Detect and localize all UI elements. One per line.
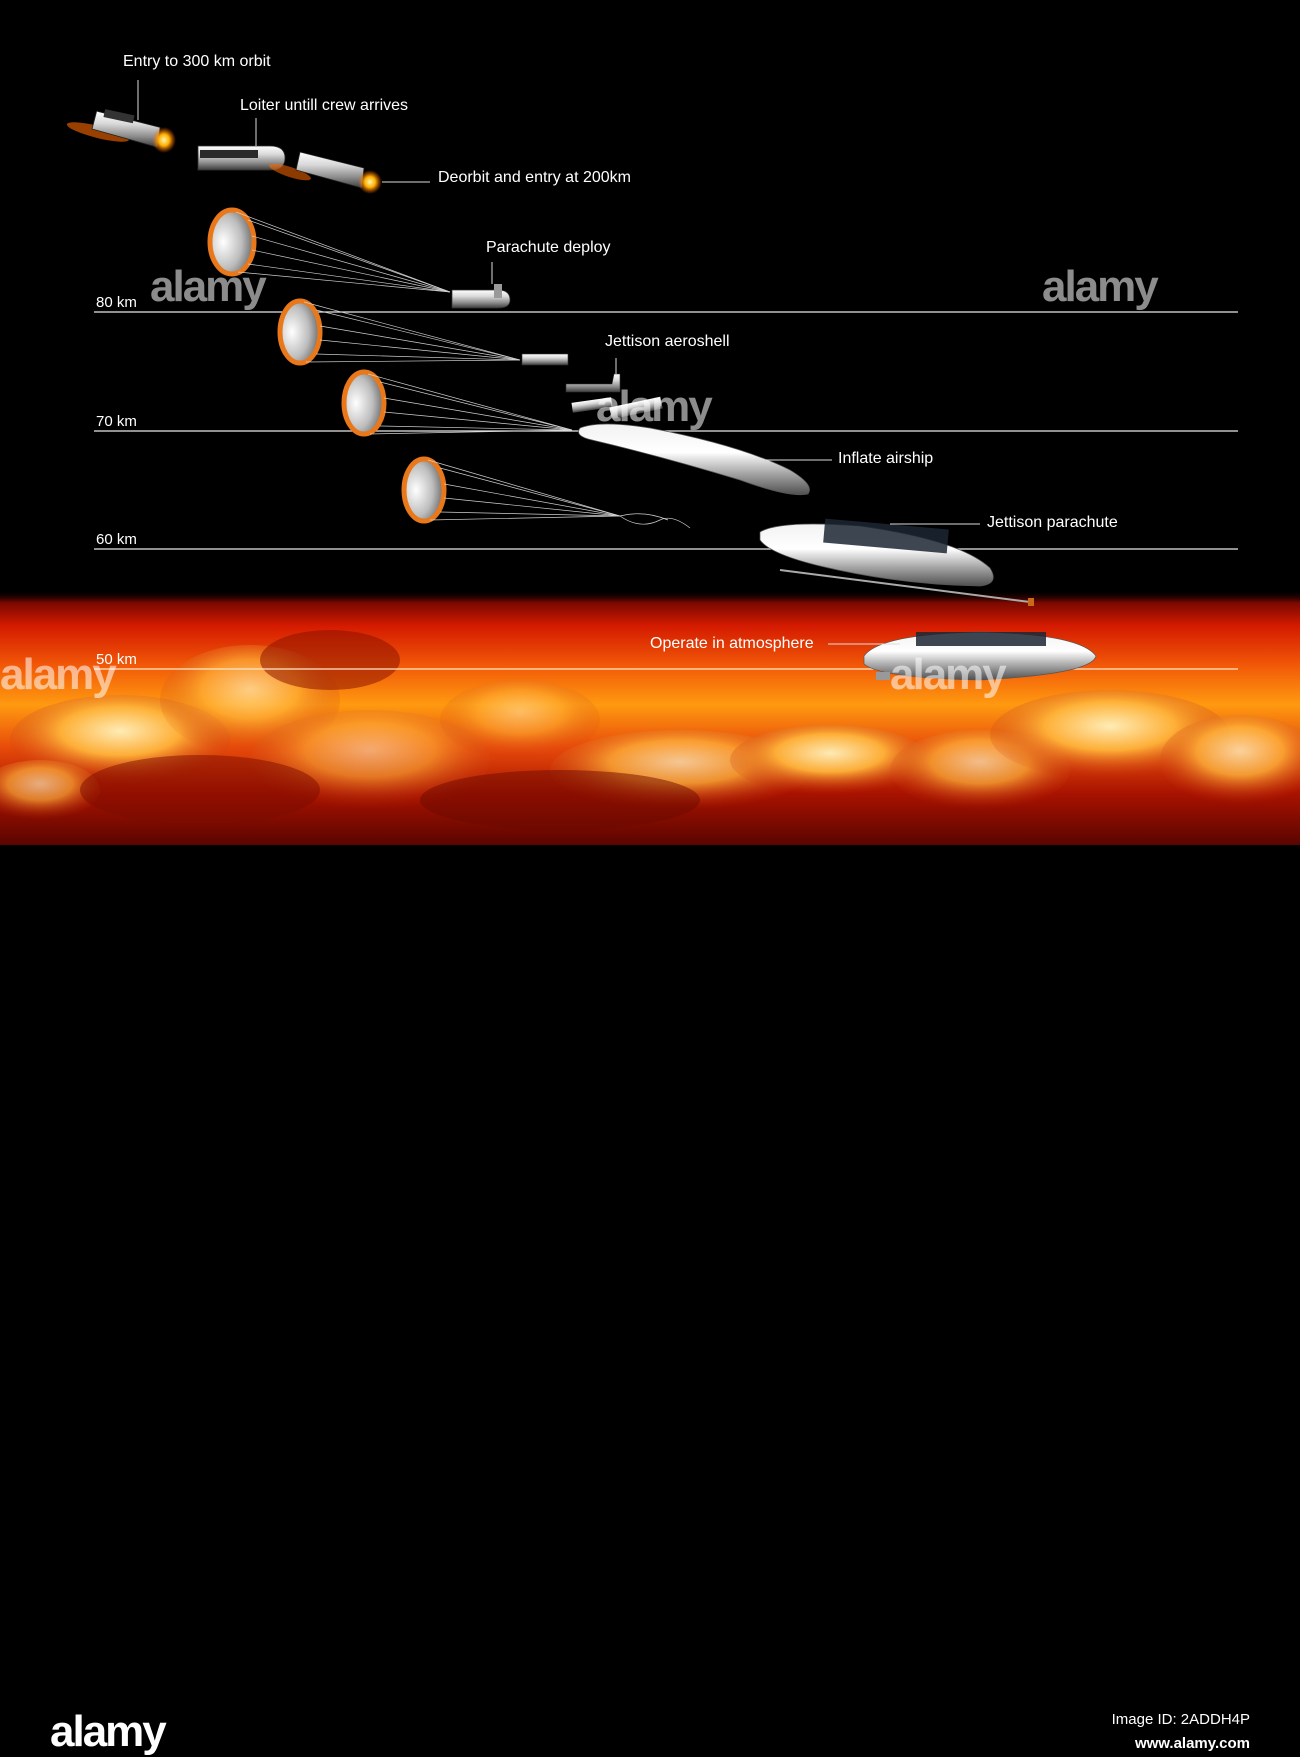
label-operate: Operate in atmosphere (650, 635, 814, 652)
brand-logo: alamy (50, 1707, 167, 1756)
watermark-overlay: alamy (596, 382, 713, 431)
label-jettison-aeroshell: Jettison aeroshell (605, 333, 730, 350)
parachute-deploy-assembly (207, 207, 511, 309)
jettison-parachute-assembly (401, 456, 1034, 606)
watermark-overlay: alamy (150, 262, 267, 311)
watermark-overlay: alamy (1042, 262, 1159, 311)
label-inflate-airship: Inflate airship (838, 450, 934, 467)
diagram-artwork (0, 80, 1300, 845)
jettison-aeroshell-assembly (277, 298, 663, 420)
label-jettison-parachute: Jettison parachute (987, 514, 1118, 531)
watermark-overlay: alamy (0, 650, 117, 699)
altitude-label-60: 60 km (96, 531, 137, 548)
entry-capsule (66, 80, 176, 153)
label-loiter: Loiter untill crew arrives (240, 97, 409, 114)
label-parachute-deploy: Parachute deploy (486, 239, 611, 256)
loiter-capsule (197, 118, 286, 171)
altitude-label-70: 70 km (96, 413, 137, 430)
inflate-airship-assembly (341, 369, 832, 496)
deorbit-capsule (269, 151, 430, 194)
image-id-text: Image ID: 2ADDH4P (1111, 1711, 1250, 1728)
footer-bar: alamy Image ID: 2ADDH4P www.alamy.com (0, 845, 1300, 1756)
altitude-label-50: 50 km (96, 651, 137, 668)
operating-airship (828, 631, 1097, 681)
altitude-label-80: 80 km (96, 294, 137, 311)
venus-descent-diagram: Entry to 300 km orbit Loiter untill crew… (0, 0, 1300, 845)
watermark-overlay: alamy (890, 650, 1007, 699)
label-deorbit: Deorbit and entry at 200km (438, 169, 631, 186)
cloud-layer (0, 630, 1300, 830)
label-entry-orbit: Entry to 300 km orbit (123, 53, 271, 70)
site-url-text: www.alamy.com (1134, 1735, 1250, 1752)
